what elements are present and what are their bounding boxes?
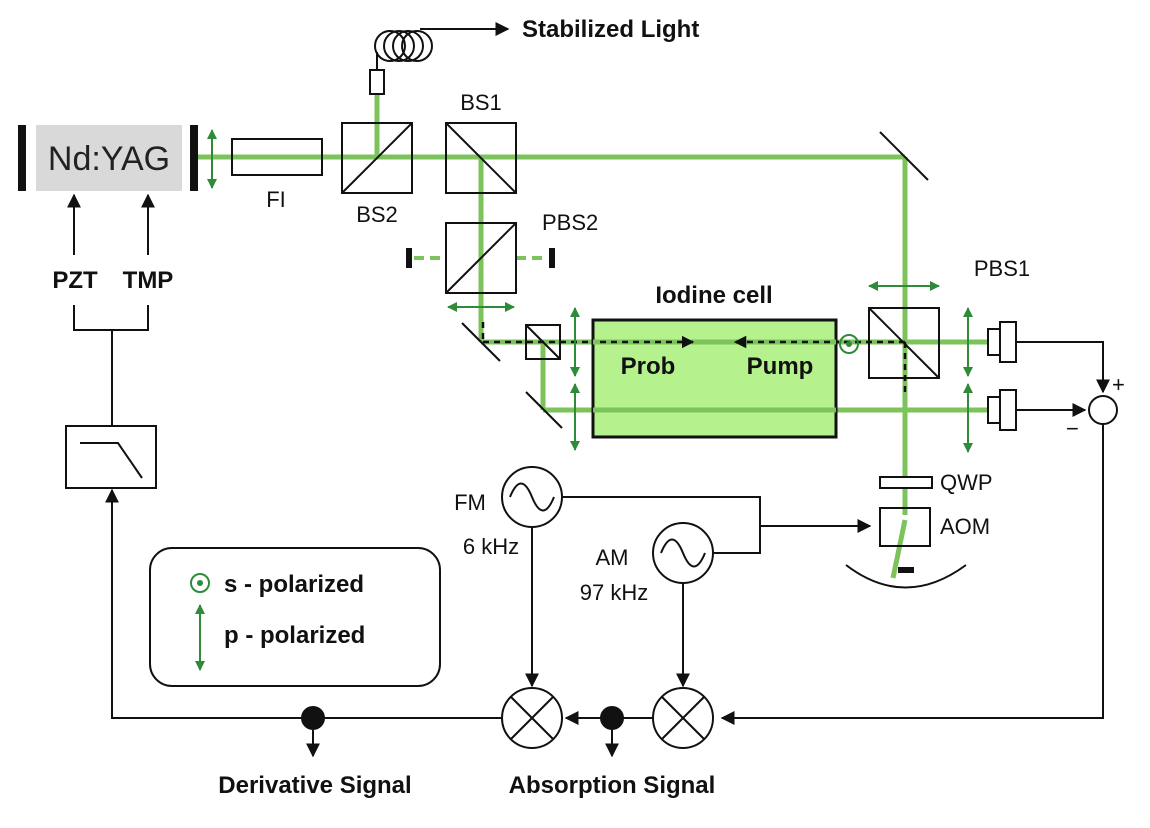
fi-label: FI bbox=[266, 187, 286, 212]
pzt-label: PZT bbox=[52, 267, 98, 294]
qwp-label: QWP bbox=[940, 470, 993, 495]
curved-mirror bbox=[845, 564, 967, 589]
probe-label: Prob bbox=[621, 353, 676, 380]
low-pass-filter bbox=[65, 425, 157, 489]
mixer-left bbox=[501, 687, 563, 749]
mirror-left-upper bbox=[461, 322, 501, 362]
polarization-s-marker bbox=[839, 334, 859, 354]
legend-p-polarized: p - polarized bbox=[224, 622, 365, 649]
fm-oscillator bbox=[501, 466, 563, 528]
aom-beam-block bbox=[898, 567, 914, 573]
bs1-label: BS1 bbox=[460, 90, 502, 115]
legend-s-polarized: s - polarized bbox=[224, 571, 364, 598]
bs2-label: BS2 bbox=[356, 202, 398, 227]
mixer-right bbox=[652, 687, 714, 749]
am-oscillator bbox=[652, 522, 714, 584]
polarization-legend: s - polarized p - polarized bbox=[149, 547, 441, 687]
am-frequency: 97 kHz bbox=[580, 580, 648, 605]
laser-head: Nd:YAG bbox=[18, 125, 198, 191]
beam-splitter-bs2 bbox=[341, 122, 413, 194]
fiber-coupler bbox=[369, 69, 385, 95]
tmp-label: TMP bbox=[123, 267, 174, 294]
laser-label: Nd:YAG bbox=[48, 140, 170, 178]
absorption-signal-tap bbox=[600, 706, 624, 758]
derivative-signal-tap bbox=[301, 706, 325, 758]
beam-splitter-bs1 bbox=[445, 122, 517, 194]
stabilized-light-label: Stabilized Light bbox=[522, 16, 699, 43]
fm-label: FM bbox=[454, 490, 486, 515]
subtractor-node bbox=[1088, 395, 1118, 425]
beam-splitter-small bbox=[525, 324, 561, 360]
fm-frequency: 6 kHz bbox=[463, 534, 519, 559]
mirror-top-right bbox=[879, 131, 929, 181]
iodine-cell-label: Iodine cell bbox=[655, 282, 772, 309]
aom-label: AOM bbox=[940, 514, 990, 539]
photodetector-top bbox=[987, 321, 1017, 363]
laser-body bbox=[36, 125, 182, 191]
acousto-optic-modulator bbox=[879, 507, 931, 547]
plus-sign: + bbox=[1112, 372, 1125, 397]
pump-label: Pump bbox=[747, 353, 814, 380]
fiber-output: Stabilized Light bbox=[369, 16, 699, 95]
absorption-signal-label: Absorption Signal bbox=[509, 772, 716, 799]
faraday-isolator bbox=[231, 138, 323, 176]
photodetector-bottom bbox=[987, 389, 1017, 431]
mirror-left-lower bbox=[525, 391, 563, 429]
am-label: AM bbox=[596, 545, 629, 570]
minus-sign: − bbox=[1066, 416, 1079, 441]
derivative-signal-label: Derivative Signal bbox=[218, 772, 411, 799]
quarter-wave-plate bbox=[879, 476, 933, 489]
beam-direction-arrows bbox=[481, 322, 907, 395]
polarizing-beam-splitter-pbs1 bbox=[868, 307, 940, 379]
pbs1-label: PBS1 bbox=[974, 256, 1030, 281]
pbs2-label: PBS2 bbox=[542, 210, 598, 235]
polarizing-beam-splitter-pbs2 bbox=[406, 222, 555, 294]
